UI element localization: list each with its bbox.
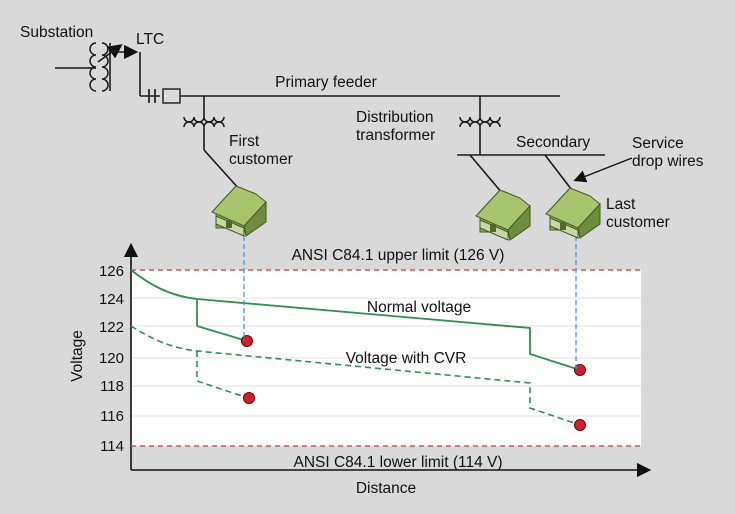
ltc-label: LTC: [136, 31, 164, 48]
normal-voltage-label: Normal voltage: [367, 299, 471, 316]
distribution-transformer-label-line1: Distribution: [356, 109, 434, 126]
y-tick-126: 126: [99, 263, 124, 280]
cvr-first-customer-service: [196, 380, 249, 399]
upper-limit-label: ANSI C84.1 upper limit (126 V): [292, 247, 505, 264]
distribution-transformer-label-line2: transformer: [356, 127, 435, 144]
service-drop-label-line1: Service: [632, 135, 684, 152]
last-customer-cvr-point: [574, 419, 586, 431]
first-customer-house-icon: [211, 185, 267, 237]
first-customer-transformer: [183, 96, 241, 191]
substation-transformer: [55, 42, 181, 104]
x-axis-label: Distance: [356, 480, 416, 497]
middle-customer-house-icon: [475, 189, 531, 241]
first-customer-label-line2: customer: [229, 151, 293, 168]
cvr-voltage-label: Voltage with CVR: [346, 350, 467, 367]
y-tick-118: 118: [100, 378, 124, 395]
primary-feeder-label: Primary feeder: [275, 74, 377, 91]
first-customer-label-line1: First: [229, 133, 260, 150]
service-drop-arrow: [573, 157, 633, 183]
last-customer-label-line1: Last: [606, 196, 636, 213]
y-tick-120: 120: [99, 350, 124, 367]
lower-limit-label: ANSI C84.1 lower limit (114 V): [293, 454, 502, 471]
cvr-voltage-line: [130, 325, 581, 426]
substation-label: Substation: [20, 24, 93, 41]
y-tick-122: 122: [99, 319, 124, 336]
y-tick-116: 116: [100, 408, 124, 425]
service-drop-label-line2: drop wires: [632, 153, 704, 170]
y-tick-124: 124: [99, 291, 124, 308]
first-customer-normal-point: [241, 335, 253, 347]
first-customer-service-drop: [196, 325, 248, 342]
y-axis-label: Voltage: [69, 330, 86, 382]
last-customer-normal-point: [574, 364, 586, 376]
breaker-icon: [162, 88, 181, 104]
last-customer-house-icon: [545, 187, 601, 239]
normal-voltage-line: [130, 269, 581, 371]
secondary-label: Secondary: [516, 134, 590, 151]
distribution-transformer: [457, 96, 605, 201]
ltc-arrow: [97, 44, 123, 63]
y-tick-114: 114: [100, 438, 124, 455]
last-customer-label-line2: customer: [606, 214, 670, 231]
first-customer-cvr-point: [243, 392, 255, 404]
